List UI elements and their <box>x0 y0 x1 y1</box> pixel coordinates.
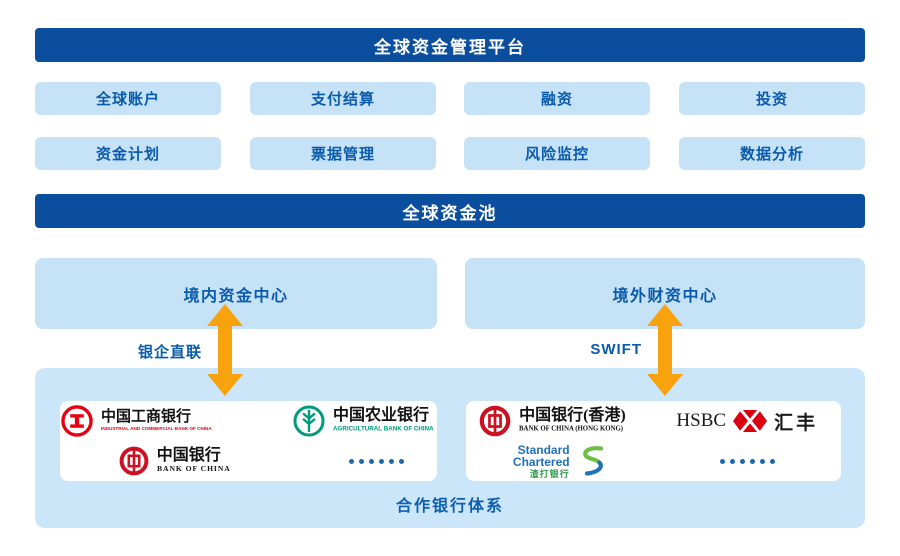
module-fund-planning: 资金计划 <box>35 137 221 170</box>
bank-item-abc: 中国农业银行 AGRICULTURAL BANK OF CHINA <box>292 404 462 438</box>
platform-title: 全球资金管理平台 <box>374 37 526 57</box>
bank-name: Standard <box>517 442 570 457</box>
bank-text-block: 中国银行 BANK OF CHINA <box>157 448 235 473</box>
module-label: 风险监控 <box>524 146 589 163</box>
module-label: 票据管理 <box>310 146 375 163</box>
domestic-banks-panel: 中国工商银行 INDUSTRIAL AND COMMERCIAL BANK OF… <box>60 401 437 481</box>
module-data-analysis: 数据分析 <box>679 137 865 170</box>
bank-enterprise-link-label: 银企直联 <box>137 344 202 361</box>
bank-text-block: 中国工商银行 INDUSTRIAL AND COMMERCIAL BANK OF… <box>101 409 292 433</box>
bank-name: 中国银行(香港) <box>519 407 626 425</box>
icbc-logo-icon <box>61 405 93 437</box>
abc-logo-icon <box>293 405 325 437</box>
partner-banks-title: 合作银行体系 <box>395 498 504 515</box>
hsbc-hexagon-icon <box>733 410 768 432</box>
overseas-banks-panel: 中国银行(香港) BANK OF CHINA (HONG KONG) HSBC … <box>466 401 841 481</box>
global-cash-pool-bar: 全球资金池 <box>35 194 865 228</box>
more-banks-dots <box>292 458 462 464</box>
bank-item-hsbc: HSBC 汇丰 <box>654 408 842 435</box>
module-financing: 融资 <box>464 82 650 115</box>
bank-subtitle: 渣打银行 <box>529 468 570 479</box>
bank-item-boc: 中国银行 BANK OF CHINA <box>60 445 292 477</box>
bank-item-boc-hk: 中国银行(香港) BANK OF CHINA (HONG KONG) <box>466 404 654 438</box>
bank-name: 中国银行 <box>156 447 221 465</box>
module-investment: 投资 <box>679 82 865 115</box>
bank-name: Chartered <box>512 454 570 469</box>
bank-text-block: 中国农业银行 AGRICULTURAL BANK OF CHINA <box>333 408 462 433</box>
bank-name: 中国农业银行 <box>332 407 429 425</box>
overseas-center-label: 境外财资中心 <box>612 287 718 305</box>
bank-subtitle: INDUSTRIAL AND COMMERCIAL BANK OF CHINA <box>101 425 212 432</box>
platform-title-bar: 全球资金管理平台 <box>35 28 865 62</box>
partner-banks-container: 中国工商银行 INDUSTRIAL AND COMMERCIAL BANK OF… <box>35 368 865 528</box>
module-payment-settlement: 支付结算 <box>250 82 436 115</box>
hsbc-chinese-name: 汇丰 <box>774 412 819 434</box>
boc-logo-icon <box>479 405 511 437</box>
standard-chartered-logo-icon <box>582 446 603 476</box>
domestic-fund-center-box: 境内资金中心 <box>35 258 437 329</box>
bank-name: 中国工商银行 <box>101 407 192 425</box>
hsbc-wordmark: HSBC <box>676 410 727 431</box>
module-label: 资金计划 <box>95 146 160 163</box>
boc-logo-icon <box>119 446 149 476</box>
module-label: 支付结算 <box>310 91 375 108</box>
bank-subtitle: BANK OF CHINA <box>156 464 231 474</box>
module-label: 融资 <box>540 91 573 108</box>
module-global-accounts: 全球账户 <box>35 82 221 115</box>
domestic-center-label: 境内资金中心 <box>183 287 289 305</box>
bank-item-icbc: 中国工商银行 INDUSTRIAL AND COMMERCIAL BANK OF… <box>60 404 292 438</box>
bank-item-standard-chartered: Standard Chartered 渣打银行 <box>466 443 654 479</box>
swift-link-label: SWIFT <box>590 341 642 358</box>
bank-text-block: 中国银行(香港) BANK OF CHINA (HONG KONG) <box>519 408 641 433</box>
module-risk-monitoring: 风险监控 <box>464 137 650 170</box>
module-label: 数据分析 <box>739 146 804 163</box>
module-label: 投资 <box>755 91 788 108</box>
module-bill-management: 票据管理 <box>250 137 436 170</box>
double-arrow-icon <box>207 304 243 396</box>
bank-subtitle: AGRICULTURAL BANK OF CHINA <box>332 425 434 433</box>
bank-subtitle: BANK OF CHINA (HONG KONG) <box>519 424 624 433</box>
double-arrow-icon <box>647 304 683 396</box>
pool-title: 全球资金池 <box>402 203 498 223</box>
more-banks-dots <box>654 458 842 464</box>
bank-text-block: Standard Chartered 渣打银行 <box>513 444 570 479</box>
module-label: 全球账户 <box>95 91 160 108</box>
